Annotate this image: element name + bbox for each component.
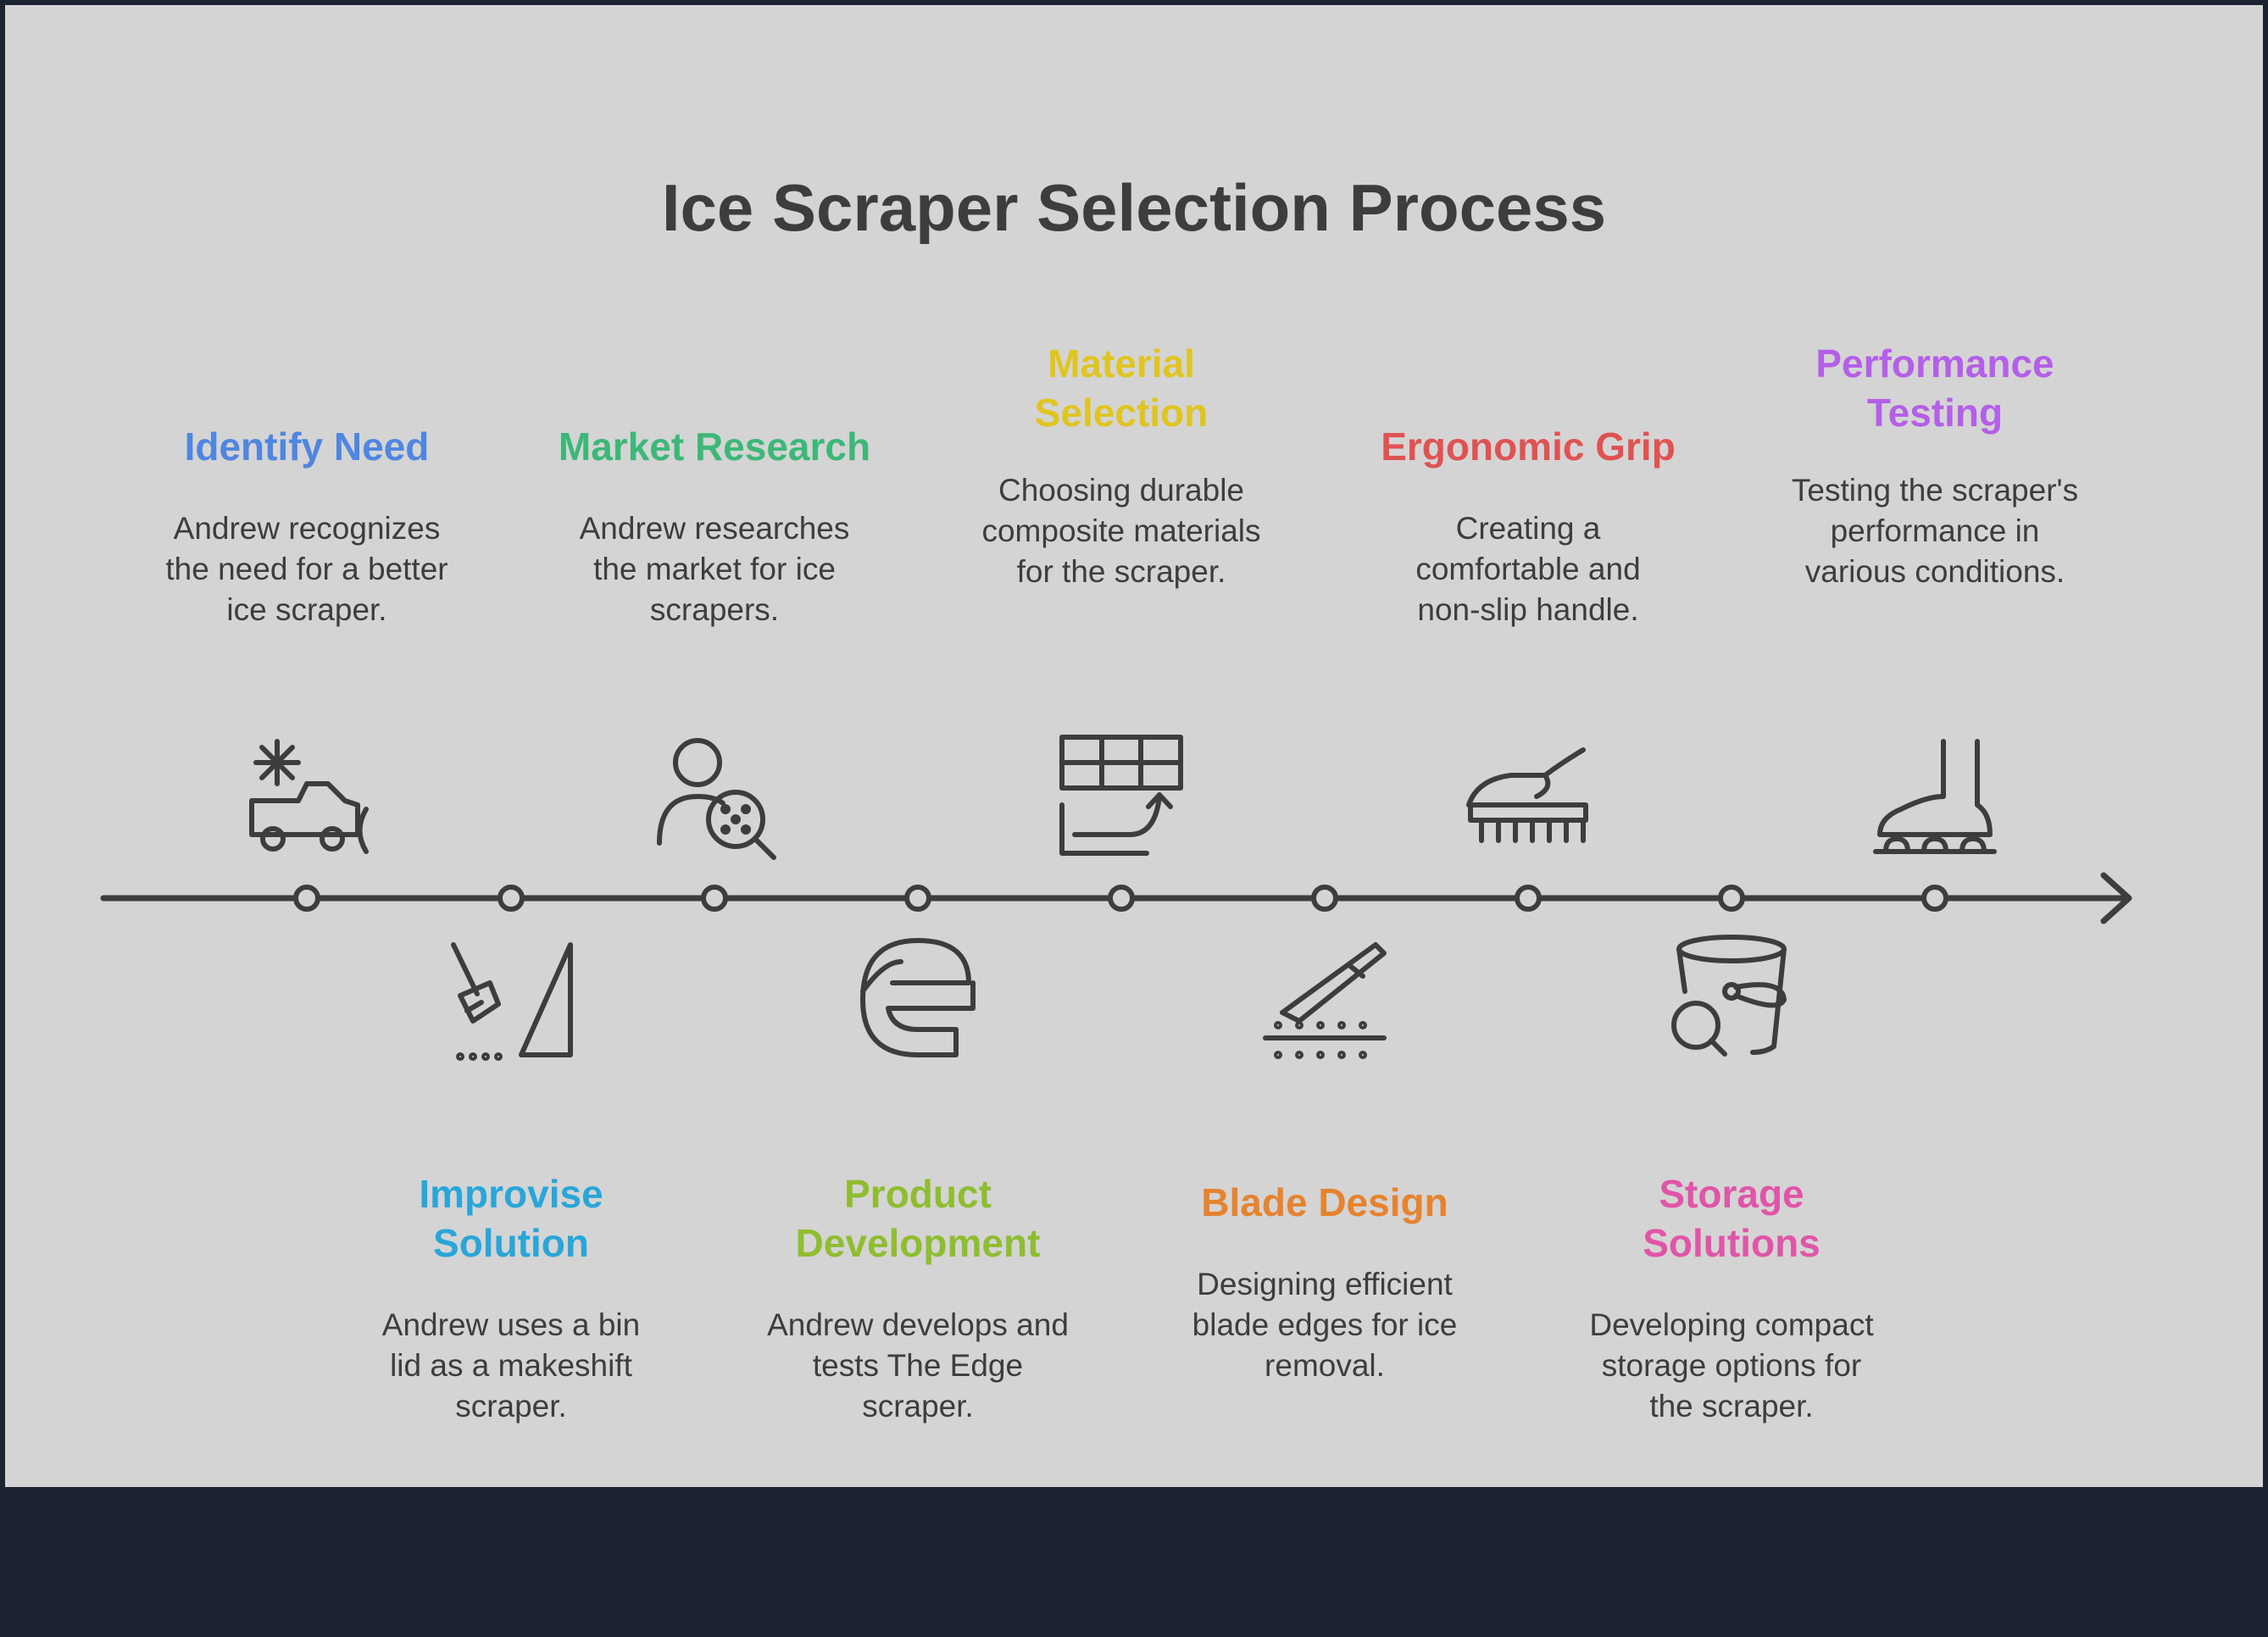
step-heading: Market Research xyxy=(558,425,871,469)
edge-logo-icon xyxy=(860,938,976,1057)
step-heading: Storage Solutions xyxy=(1643,1172,1821,1265)
hand-grip-icon xyxy=(1466,747,1588,843)
blade-icon xyxy=(1263,942,1387,1059)
step-heading: Performance Testing xyxy=(1815,341,2054,435)
step-description: Testing the scraper's performance in var… xyxy=(1791,473,2079,589)
timeline-marker xyxy=(1515,885,1542,912)
skate-icon xyxy=(1873,739,1997,854)
car-snow-icon xyxy=(249,739,369,854)
step-heading: Product Development xyxy=(795,1172,1041,1265)
step-description: Andrew uses a bin lid as a makeshift scr… xyxy=(381,1307,641,1423)
step-heading: Ergonomic Grip xyxy=(1381,425,1676,469)
step-description: Developing compact storage options for t… xyxy=(1589,1307,1874,1423)
timeline-markers xyxy=(293,885,1948,912)
timeline-marker xyxy=(1718,885,1745,912)
timeline-marker xyxy=(1311,885,1338,912)
step-description: Andrew develops and tests The Edge scrap… xyxy=(767,1307,1069,1423)
diagram-panel xyxy=(5,5,2263,1487)
page-title: Ice Scraper Selection Process xyxy=(661,170,1607,245)
step-heading: Blade Design xyxy=(1201,1180,1448,1224)
timeline-marker xyxy=(293,885,320,912)
timeline-marker xyxy=(1921,885,1948,912)
timeline-marker xyxy=(904,885,931,912)
step-description: Andrew recognizes the need for a better … xyxy=(165,511,448,627)
person-search-icon xyxy=(657,738,776,860)
timeline-marker xyxy=(1108,885,1135,912)
timeline-marker xyxy=(498,885,525,912)
step-description: Creating a comfortable and non-slip hand… xyxy=(1415,511,1641,627)
step-description: Designing efficient blade edges for ice … xyxy=(1192,1267,1458,1383)
timeline-graphic xyxy=(100,735,2132,1061)
step-description: Choosing durable composite materials for… xyxy=(981,473,1261,589)
step-heading: Material Selection xyxy=(1034,341,1209,435)
rake-icon xyxy=(451,942,573,1061)
step-heading: Improvise Solution xyxy=(419,1172,603,1265)
timeline-marker xyxy=(701,885,728,912)
materials-icon xyxy=(1059,735,1183,856)
footer-bar xyxy=(0,1487,2268,1637)
bucket-search-icon xyxy=(1671,935,1787,1057)
step-heading: Identify Need xyxy=(184,425,430,469)
step-description: Andrew researches the market for ice scr… xyxy=(579,511,850,627)
